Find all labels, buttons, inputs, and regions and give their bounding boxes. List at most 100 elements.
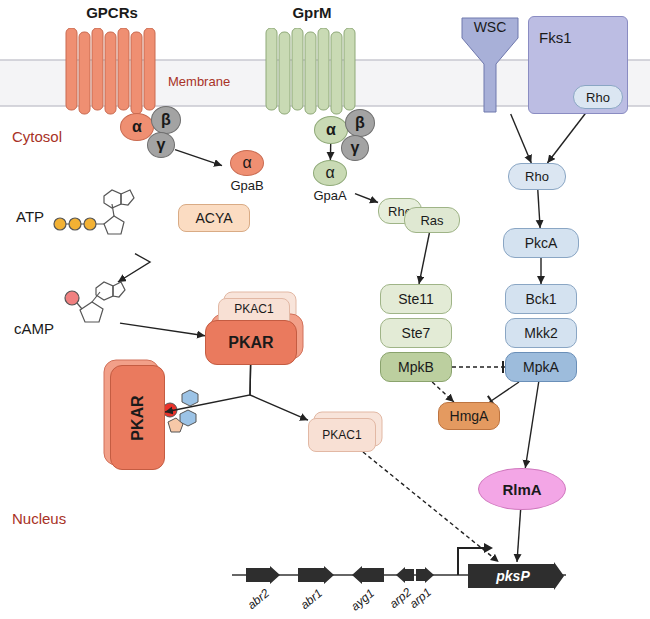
connector — [165, 365, 251, 412]
kinase-box: Ste11 — [380, 284, 452, 314]
protein-name: β — [355, 114, 365, 132]
protein-name: PKAC1 — [234, 302, 273, 316]
region-label: Cytosol — [12, 128, 62, 145]
protein-name: Rho — [525, 169, 549, 184]
connector — [118, 254, 150, 282]
protein-name: γ — [351, 139, 360, 157]
subunit-name: α — [325, 164, 334, 182]
helix — [318, 28, 329, 110]
gene-arrow: arp2 — [396, 567, 414, 583]
camp-molecule — [65, 282, 125, 322]
protein-name: PKAR — [129, 395, 147, 440]
ras-protein: Ras — [404, 207, 460, 233]
protein-name: MpkA — [523, 359, 559, 375]
pkar-rotated: PKAR — [110, 365, 165, 470]
pkac1-box: PKAC1 — [308, 418, 376, 452]
kinase-box: MpkB — [380, 352, 452, 382]
helix — [131, 32, 142, 114]
gene-name: pksP — [496, 568, 535, 584]
connector — [540, 258, 541, 284]
connector — [355, 194, 378, 203]
helix — [266, 28, 277, 110]
g-alpha-ellipse: α — [313, 160, 347, 186]
inhibition-bar — [502, 361, 504, 373]
protein-name: RlmA — [502, 481, 541, 498]
receptor-name: GprM — [262, 4, 362, 21]
node-outline — [416, 567, 434, 583]
protein-name: PKAC1 — [322, 428, 361, 442]
helix — [118, 28, 129, 110]
helix — [144, 28, 155, 110]
hmga-box: HmgA — [438, 402, 500, 430]
connector — [330, 144, 332, 160]
g-alpha-ellipse: α — [230, 150, 264, 176]
region-label: Membrane — [168, 74, 230, 89]
node-outline — [298, 566, 334, 584]
helix — [279, 32, 290, 114]
connector — [175, 150, 222, 166]
gene-shape — [468, 562, 564, 590]
acya-box: ACYA — [178, 204, 250, 232]
gprm-receptor: GprM — [262, 4, 362, 116]
gpcr-receptor: GPCRs — [62, 4, 162, 116]
protein-name: PkcA — [525, 235, 558, 251]
gene-name: ayg1 — [348, 586, 377, 613]
gene-arrow: abr2 — [246, 566, 280, 584]
pksp-gene: pksP — [468, 562, 564, 590]
helix — [292, 28, 303, 110]
protein-name: α — [326, 121, 336, 139]
pkar-box: PKAR — [205, 320, 297, 365]
g-beta: β — [151, 106, 181, 134]
node-outline — [396, 567, 414, 583]
rho-protein: Rho — [508, 163, 566, 190]
helix — [79, 32, 90, 114]
gene-name: abr2 — [245, 586, 272, 612]
region-label: Nucleus — [12, 510, 66, 527]
gene-shape — [396, 567, 414, 583]
pkca-box: PkcA — [503, 228, 579, 258]
connector — [419, 233, 429, 284]
protein-name: γ — [157, 136, 166, 154]
protein-name: Ste11 — [398, 291, 434, 307]
protein-name: α — [132, 118, 142, 136]
atp-label: ATP — [10, 178, 135, 260]
protein-name: HmgA — [450, 408, 489, 424]
gene-shape — [352, 566, 384, 584]
connector — [517, 510, 521, 562]
rlma-ellipse: RlmA — [478, 468, 566, 510]
fks1-synthase: Fks1Rho — [528, 16, 628, 114]
gene-arrow: abr1 — [298, 566, 334, 584]
gene-arrow: ayg1 — [352, 566, 384, 584]
receptor-name: GPCRs — [62, 4, 162, 21]
node-outline — [246, 566, 280, 584]
protein-name: β — [161, 111, 171, 129]
wsc-sensor: WSC — [458, 16, 522, 114]
helix — [66, 28, 77, 110]
helix — [305, 32, 316, 114]
protein-name: ACYA — [195, 210, 232, 226]
helix — [331, 32, 342, 114]
gene-name: arp1 — [407, 585, 434, 611]
kinase-box: Bck1 — [505, 284, 577, 314]
g-beta: β — [345, 109, 375, 137]
protein-name: GpaB — [222, 178, 272, 193]
camp-label: cAMP — [10, 282, 120, 348]
subunit-name: α — [242, 154, 251, 172]
g-alpha-released: αGpaB — [222, 150, 272, 198]
connector — [120, 323, 205, 336]
g-gamma: γ — [147, 132, 175, 158]
helix — [105, 32, 116, 114]
protein-name: Ste7 — [402, 325, 431, 341]
connector — [547, 109, 588, 163]
connector — [432, 382, 454, 402]
gene-name: abr1 — [298, 586, 325, 612]
molecule-name: ATP — [16, 208, 44, 225]
gene-arrow: arp1 — [416, 567, 434, 583]
protein-name: Mkk2 — [524, 325, 557, 341]
kinase-box: Ste7 — [380, 318, 452, 348]
node-outline — [352, 566, 384, 584]
connector — [538, 190, 540, 228]
gene-shape — [246, 566, 280, 584]
helix — [92, 28, 103, 110]
helix — [344, 28, 355, 110]
